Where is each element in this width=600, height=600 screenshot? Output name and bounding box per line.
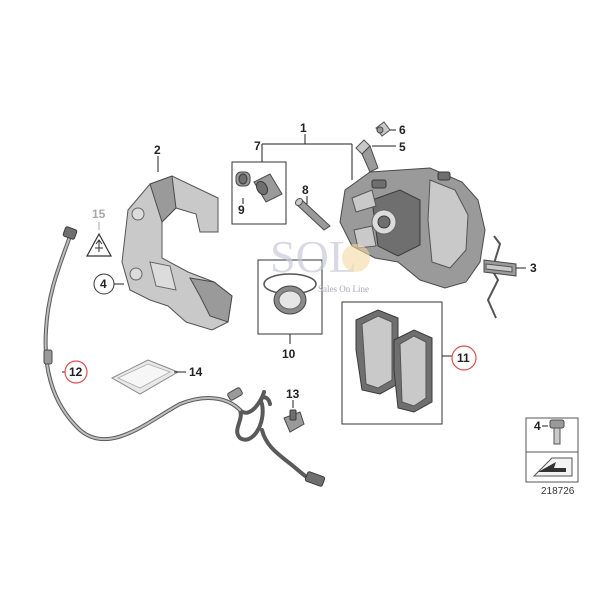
reference-number: 218726 bbox=[541, 486, 575, 497]
sensor-clip bbox=[283, 409, 305, 433]
callout-2: 2 bbox=[154, 143, 161, 157]
callout-12-circle bbox=[64, 360, 88, 384]
arrow-icon bbox=[532, 457, 573, 477]
guide-bushing-small bbox=[235, 171, 251, 187]
callout-11: 11 bbox=[457, 351, 470, 365]
watermark-logo: SOL Sales On Line bbox=[270, 231, 370, 294]
callout-13: 13 bbox=[286, 387, 300, 401]
callout-10: 10 bbox=[282, 347, 296, 361]
bleeder-screw bbox=[355, 139, 379, 173]
callout-8: 8 bbox=[302, 183, 309, 197]
callout-14: 14 bbox=[189, 365, 203, 379]
bolt-icon bbox=[549, 419, 565, 445]
callout-1: 1 bbox=[300, 121, 307, 135]
callout-7: 7 bbox=[254, 139, 261, 153]
callout-1-group: 1 bbox=[262, 121, 353, 180]
grease-packet bbox=[110, 359, 180, 395]
brake-caliper-housing bbox=[339, 167, 486, 289]
brake-pad-front bbox=[355, 309, 399, 395]
caliper-carrier bbox=[121, 175, 233, 331]
callout-15: 15 bbox=[92, 207, 106, 221]
bleeder-cap bbox=[375, 121, 391, 137]
piston-seal-ring bbox=[263, 273, 317, 315]
guide-bolt-kit-box bbox=[231, 161, 287, 225]
callout-9: 9 bbox=[238, 203, 245, 217]
electrical-warning-icon bbox=[85, 232, 113, 257]
callout-6: 6 bbox=[399, 123, 406, 137]
brake-pad-rear bbox=[393, 329, 433, 413]
callout-3: 3 bbox=[530, 261, 537, 275]
callout-11-circle bbox=[451, 345, 477, 371]
brake-wear-sensor bbox=[43, 226, 326, 487]
anti-rattle-spring bbox=[483, 235, 517, 319]
legend-box: 4 bbox=[525, 417, 579, 483]
callout-5: 5 bbox=[399, 140, 406, 154]
brake-pads-box bbox=[341, 301, 443, 425]
watermark-tagline: Sales On Line bbox=[318, 284, 369, 294]
callout-4: 4 bbox=[100, 277, 107, 291]
guide-bushing-large bbox=[253, 173, 283, 203]
legend-item-number: 4 bbox=[534, 419, 541, 433]
guide-pin bbox=[294, 197, 331, 231]
callout-12: 12 bbox=[69, 365, 83, 379]
